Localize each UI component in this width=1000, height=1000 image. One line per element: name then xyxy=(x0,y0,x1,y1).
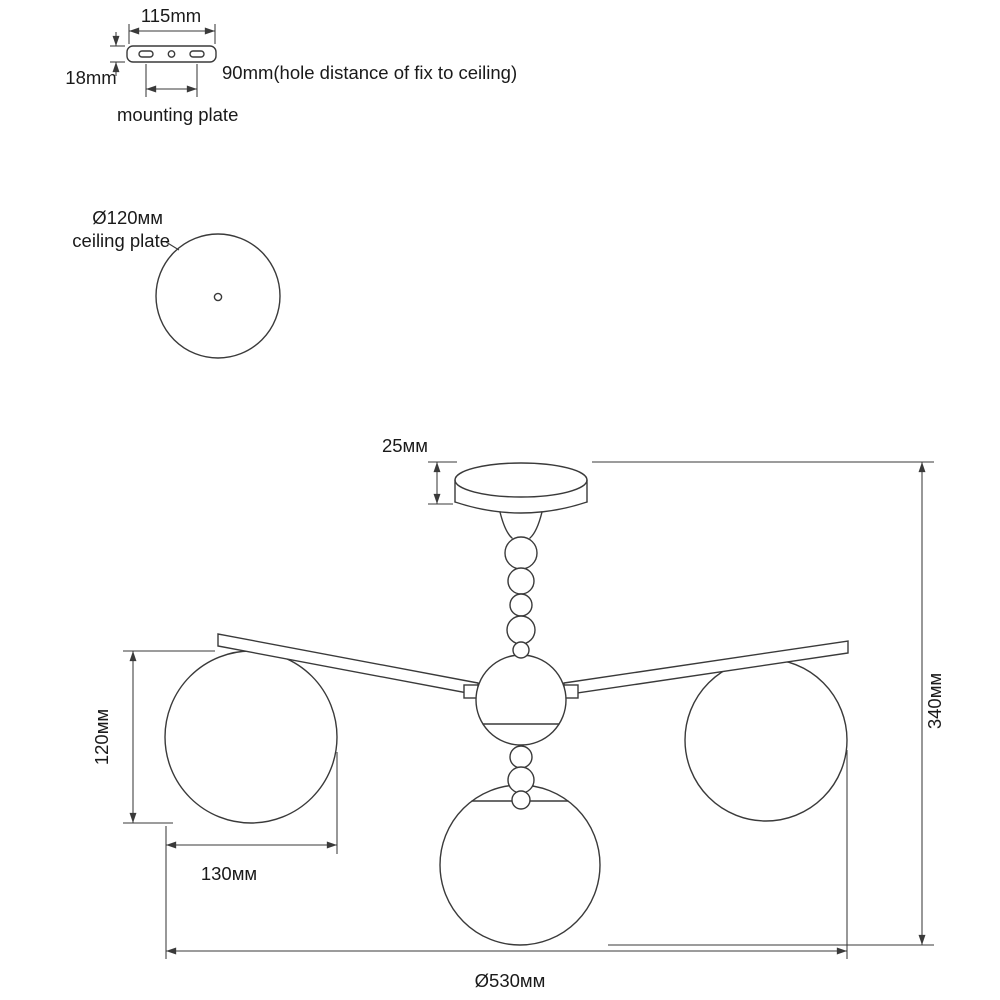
label-shade-width: 130мм xyxy=(201,863,257,884)
dim-plate-thickness xyxy=(110,32,125,76)
label-mounting-plate: mounting plate xyxy=(117,104,238,125)
label-ceiling-plate-diameter: Ø120мм xyxy=(92,207,163,228)
canopy-top-rim xyxy=(454,462,588,498)
mounting-plate-outline xyxy=(126,45,217,63)
label-total-diameter: Ø530мм xyxy=(475,970,546,991)
dim-plate-width xyxy=(128,24,216,44)
label-plate-thickness: 18mm xyxy=(65,67,116,88)
canopy-neck-left xyxy=(499,511,513,539)
ceiling-plate-center-hole xyxy=(213,292,223,302)
mounting-plate-view: 115mm 18mm 90mm(hole distance of fix to … xyxy=(65,5,517,125)
globe-left xyxy=(164,650,338,824)
ceiling-plate-circle xyxy=(155,233,281,359)
canopy-bottom-rim xyxy=(454,501,588,514)
bead xyxy=(509,593,533,617)
mounting-plate-center-hole xyxy=(167,50,176,58)
dim-canopy-height xyxy=(428,461,457,505)
label-shade-height: 120мм xyxy=(91,709,112,765)
mounting-plate-slot-right xyxy=(189,50,205,58)
label-total-height: 340мм xyxy=(924,673,945,729)
ceiling-plate-view: Ø120мм ceiling plate xyxy=(72,207,281,359)
bead xyxy=(509,745,533,769)
stem-beads-lower xyxy=(507,745,535,810)
bead xyxy=(507,567,535,595)
ceiling-plate-leader-line xyxy=(165,241,180,251)
bead xyxy=(504,536,538,570)
chandelier-view xyxy=(164,462,849,946)
dim-total-height xyxy=(592,461,934,946)
dim-total-diameter xyxy=(165,750,848,959)
label-ceiling-plate: ceiling plate xyxy=(72,230,170,251)
stem-beads-upper xyxy=(504,536,538,659)
bead xyxy=(511,790,531,810)
label-canopy-height: 25мм xyxy=(382,435,428,456)
central-sphere xyxy=(475,654,567,746)
canopy-neck-right xyxy=(529,511,543,539)
globe-right xyxy=(684,658,848,822)
bead xyxy=(506,615,536,645)
dim-shade-height xyxy=(123,650,215,824)
dim-hole-distance xyxy=(145,64,198,97)
bead xyxy=(512,641,530,659)
label-plate-width: 115mm xyxy=(141,5,201,26)
canopy xyxy=(454,462,588,539)
mounting-plate-slot-left xyxy=(138,50,154,58)
dim-shade-width xyxy=(165,752,338,854)
label-hole-distance: 90mm(hole distance of fix to ceiling) xyxy=(222,62,517,83)
bead xyxy=(507,766,535,794)
